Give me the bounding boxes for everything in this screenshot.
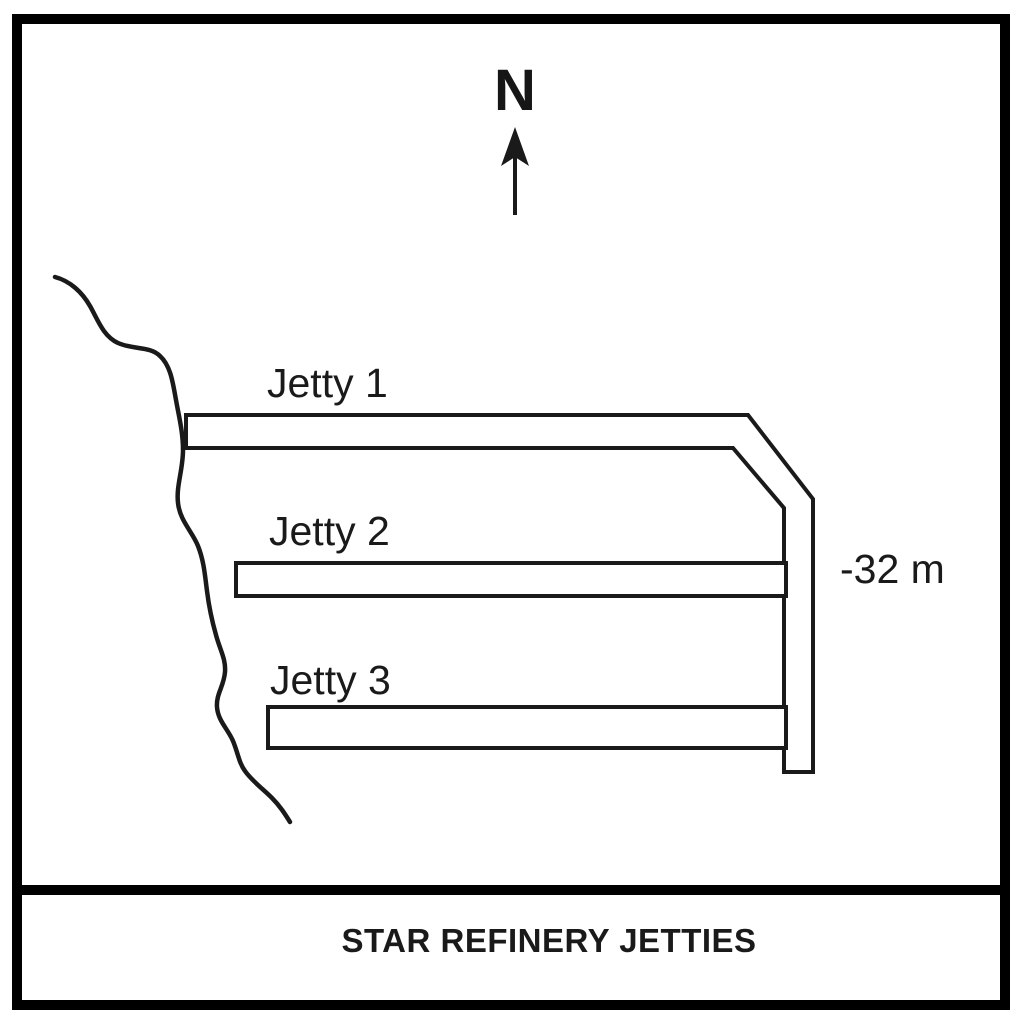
figure-title: STAR REFINERY JETTIES (341, 922, 756, 959)
jetty-3-structure (266, 705, 788, 750)
drawing-frame-border (12, 14, 1010, 1010)
jetty-1-structure (184, 413, 815, 774)
depth-annotation-label: -32 m (840, 546, 945, 592)
north-arrow-head (501, 127, 529, 166)
coastline-path (52, 274, 293, 825)
jetty-3-label: Jetty 3 (270, 657, 391, 703)
north-label: N (494, 58, 536, 123)
jetty-2-structure (234, 561, 788, 598)
jetty-1-label: Jetty 1 (267, 360, 388, 406)
jetty-2-label: Jetty 2 (269, 508, 390, 554)
